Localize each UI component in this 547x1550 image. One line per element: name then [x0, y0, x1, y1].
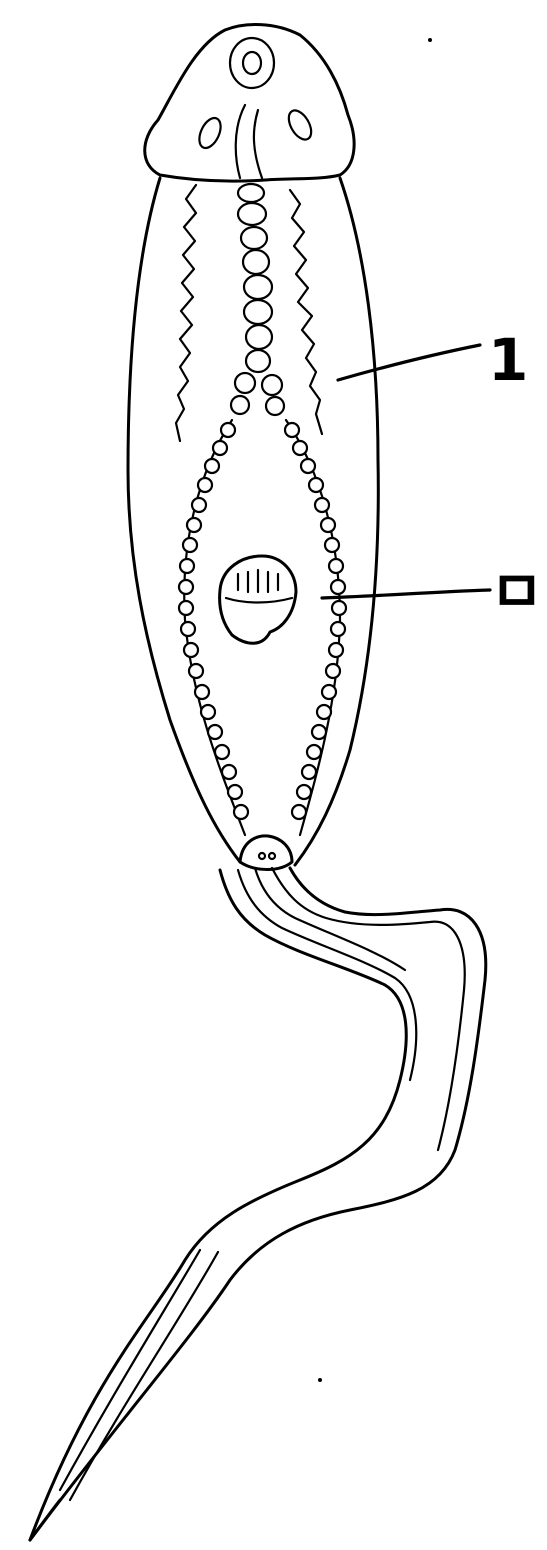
intestinal-branches [179, 420, 346, 835]
callout-2-label: ㅁ [490, 558, 543, 626]
callout-1: 1 [338, 326, 528, 394]
tail [30, 868, 486, 1540]
eye-spots [195, 107, 316, 152]
head [145, 25, 354, 182]
callout-2: ㅁ [322, 558, 543, 626]
ventral-sucker [220, 556, 296, 643]
excretory-bladder [240, 836, 292, 870]
speck [428, 38, 432, 42]
speck [318, 1378, 322, 1382]
oral-sucker [230, 38, 274, 88]
pharynx-column [231, 184, 284, 415]
callout-1-label: 1 [488, 326, 528, 394]
